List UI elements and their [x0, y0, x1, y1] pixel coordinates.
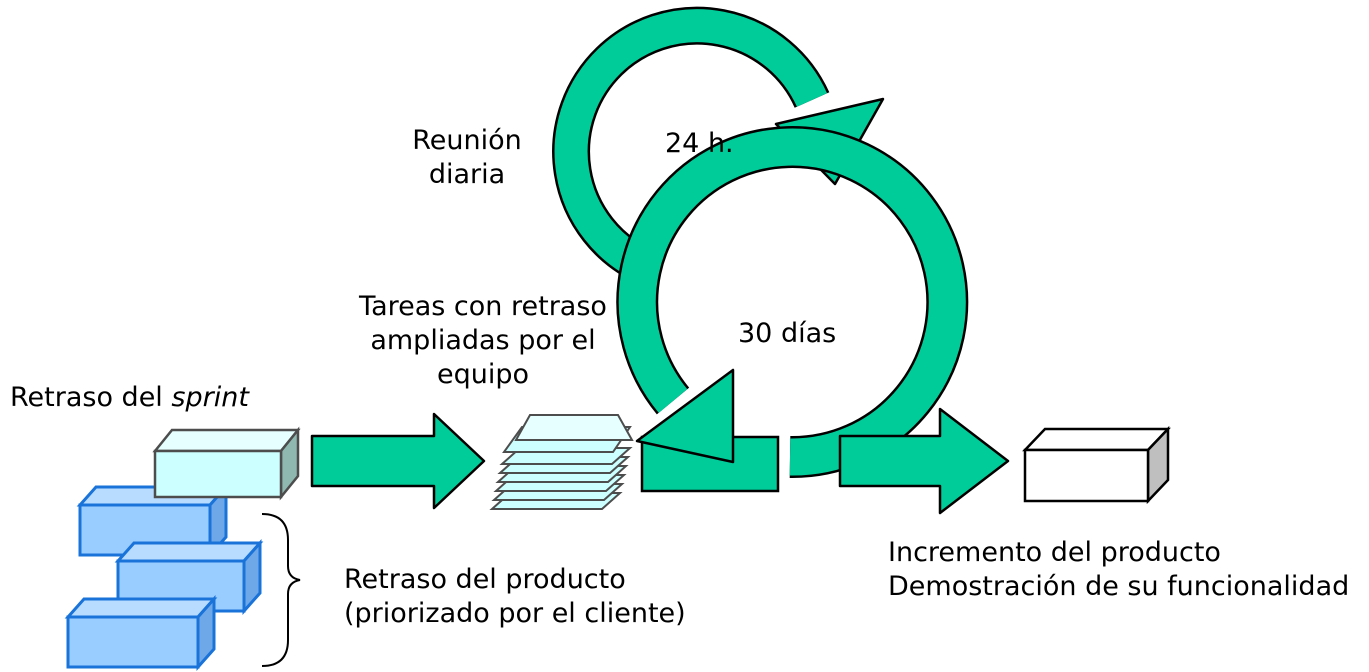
- sprint-loop-arrow: [616, 126, 969, 493]
- tasks-line3: equipo: [436, 359, 530, 390]
- sprint-backlog-italic: sprint: [171, 382, 249, 413]
- tasks-line2: ampliadas por el: [370, 325, 596, 356]
- product-increment-label: Incremento del producto Demostración de …: [888, 536, 1349, 604]
- task-sheets-stack: [489, 414, 634, 510]
- product-backlog-brace: [261, 513, 301, 667]
- sprint-backlog-label: Retraso del sprint: [10, 381, 249, 415]
- hours-label: 24 h.: [665, 128, 734, 159]
- tasks-line1: Tareas con retraso: [359, 291, 607, 322]
- daily-meeting-line1: Reunión: [412, 125, 522, 156]
- product-backlog-label: Retraso del producto (priorizado por el …: [344, 563, 686, 631]
- days-label: 30 días: [738, 318, 837, 349]
- sprint-backlog-prefix: Retraso del: [10, 382, 172, 413]
- backlog-block-2: [114, 539, 264, 615]
- to-increment-arrow: [838, 407, 1010, 515]
- product-increment-box: [1022, 425, 1171, 505]
- backlog-block-3: [64, 595, 218, 671]
- sprint-to-tasks-arrow: [310, 412, 486, 510]
- product-backlog-stack: [64, 483, 264, 671]
- product-backlog-line2: (priorizado por el cliente): [344, 598, 686, 629]
- product-backlog-line1: Retraso del producto: [344, 564, 626, 595]
- increment-line2: Demostración de su funcionalidad: [888, 571, 1350, 602]
- increment-line1: Incremento del producto: [888, 537, 1221, 568]
- daily-meeting-line2: diaria: [428, 159, 506, 190]
- tasks-label: Tareas con retraso ampliadas por el equi…: [318, 290, 648, 392]
- daily-meeting-label: Reunión diaria: [392, 124, 542, 192]
- sprint-backlog-box: [152, 426, 301, 501]
